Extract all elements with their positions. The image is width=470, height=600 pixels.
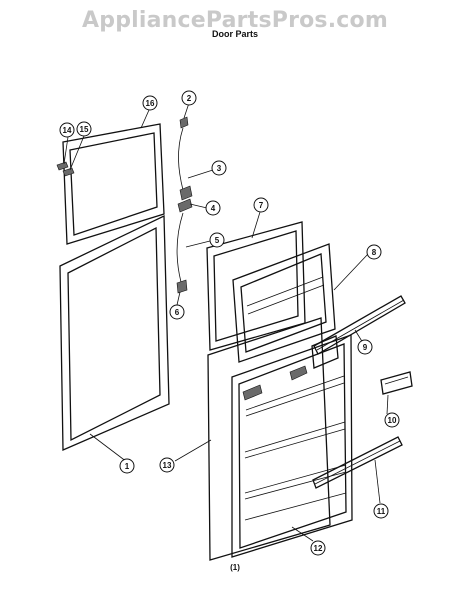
- fresh-food-door-shelf: [312, 436, 403, 489]
- callout-2-label: 2: [187, 94, 192, 103]
- callout-6-label: 6: [175, 308, 180, 317]
- callout-6: 6: [169, 304, 185, 320]
- callout-1: 1: [119, 458, 135, 474]
- freezer-door-stops: [56, 161, 75, 177]
- callout-9: 9: [357, 339, 373, 355]
- callout-11-label: 11: [377, 507, 386, 516]
- callout-13-label: 13: [163, 461, 172, 470]
- callout-5: 5: [209, 232, 225, 248]
- fresh-food-door-gasket: [59, 214, 170, 451]
- callout-15: 15: [76, 121, 92, 137]
- butter-door: [380, 371, 413, 395]
- callout-8: 8: [366, 244, 382, 260]
- leader-lines: [63, 102, 389, 542]
- callout-13: 13: [159, 457, 175, 473]
- callout-9-label: 9: [363, 343, 368, 352]
- callout-14: 14: [59, 122, 75, 138]
- callout-7-label: 7: [259, 201, 264, 210]
- hinge-assembly: [176, 116, 193, 294]
- callout-16-label: 16: [146, 99, 155, 108]
- callout-5-label: 5: [215, 236, 220, 245]
- callout-1-label: 1: [125, 462, 130, 471]
- callout-11: 11: [373, 503, 389, 519]
- callout-4-label: 4: [211, 204, 216, 213]
- callout-15-label: 15: [80, 125, 89, 134]
- fresh-food-door: [207, 317, 353, 561]
- callout-2: 2: [181, 90, 197, 106]
- callout-7: 7: [253, 197, 269, 213]
- callout-12-label: 12: [314, 544, 323, 553]
- callout-10-label: 10: [388, 416, 397, 425]
- callout-10: 10: [384, 412, 400, 428]
- callout-4: 4: [205, 200, 221, 216]
- callout-3-label: 3: [217, 164, 222, 173]
- callout-3: 3: [211, 160, 227, 176]
- figure-label: (1): [230, 563, 240, 572]
- watermark: AppliancePartsPros.com: [82, 8, 388, 33]
- callout-16: 16: [142, 95, 158, 111]
- freezer-door: [232, 243, 336, 363]
- diagram-title: Door Parts: [211, 29, 258, 39]
- freezer-door-gasket: [62, 123, 165, 245]
- callout-14-label: 14: [63, 126, 72, 135]
- callout-12: 12: [310, 540, 326, 556]
- callout-8-label: 8: [372, 248, 377, 257]
